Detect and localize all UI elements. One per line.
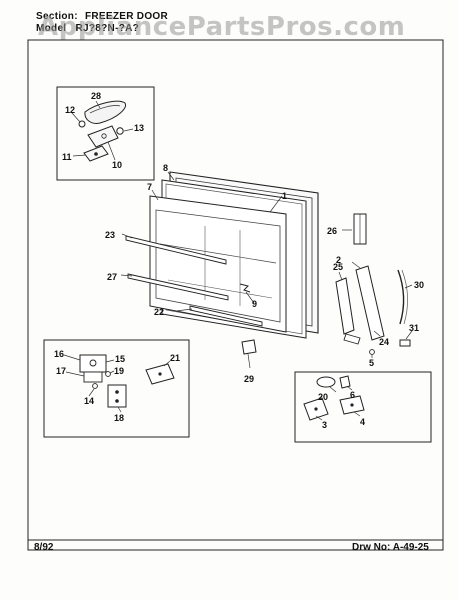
- part-label-17: 17: [56, 366, 66, 376]
- screw-part-5: [369, 349, 375, 355]
- part-label-23: 23: [105, 230, 115, 240]
- leader-lines-small-parts: [315, 385, 361, 421]
- washer-part-19: [105, 371, 111, 377]
- part-label-20: 20: [318, 392, 328, 402]
- part-label-21: 21: [170, 353, 180, 363]
- part-label-8: 8: [163, 163, 168, 173]
- model-header: Model RJ?8?N-?A?: [36, 23, 139, 34]
- part-label-31: 31: [409, 323, 419, 333]
- part-label-9: 9: [252, 299, 257, 309]
- section-header: Section: FREEZER DOOR: [36, 11, 168, 22]
- drawing-border: [27, 39, 444, 551]
- part-label-22: 22: [154, 307, 164, 317]
- watermark: AppliancePartsPros.com: [38, 12, 406, 42]
- part-label-7: 7: [147, 182, 152, 192]
- part-label-5: 5: [369, 358, 374, 368]
- leader-lines-handle: [71, 100, 134, 161]
- part-label-25: 25: [333, 262, 343, 272]
- hinge-plate-part-18: [107, 384, 127, 408]
- part-label-19: 19: [114, 366, 124, 376]
- footer-drawing-number: Drw No: A-49-25: [352, 542, 429, 553]
- part-label-16: 16: [54, 349, 64, 359]
- part-label-12: 12: [65, 105, 75, 115]
- handle-base-part: [83, 145, 109, 162]
- inset-box-handle: [56, 86, 155, 181]
- part-label-24: 24: [379, 337, 389, 347]
- part-label-30: 30: [414, 280, 424, 290]
- part-label-28: 28: [91, 91, 101, 101]
- leader-lines-hinge: [338, 261, 413, 358]
- part-label-4: 4: [360, 417, 365, 427]
- part-label-14: 14: [84, 396, 94, 406]
- part-label-11: 11: [62, 152, 72, 162]
- part-label-13: 13: [134, 123, 144, 133]
- part-label-10: 10: [112, 160, 122, 170]
- part-label-15: 15: [115, 354, 125, 364]
- part-label-29: 29: [244, 374, 254, 384]
- door-stop-part-9: [239, 283, 251, 293]
- door-rod-part-30: [397, 269, 408, 325]
- part-label-3: 3: [322, 420, 327, 430]
- plug-part-6: [339, 375, 351, 389]
- part-label-27: 27: [107, 272, 117, 282]
- hinge-arm-parts: [335, 265, 385, 345]
- plug-part-31: [399, 339, 411, 347]
- screw-part-14: [92, 383, 98, 389]
- part-label-18: 18: [114, 413, 124, 423]
- part-label-26: 26: [327, 226, 337, 236]
- inset-box-hinge: [43, 339, 190, 438]
- bracket-part-29: [241, 339, 257, 369]
- hinge-cover-part-26: [353, 213, 367, 245]
- spacer-part-17: [83, 371, 103, 383]
- part-label-2: 2: [336, 255, 341, 265]
- footer-date: 8/92: [34, 542, 54, 553]
- handle-cap-part: [84, 100, 127, 124]
- leader-lines-hinge-inset: [63, 354, 171, 413]
- part-label-6: 6: [350, 390, 355, 400]
- part-label-1: 1: [282, 191, 287, 201]
- leader-lines-door: [120, 171, 283, 312]
- handle-bracket-part: [87, 125, 119, 148]
- model-label: Model: [36, 23, 67, 34]
- section-value: FREEZER DOOR: [84, 11, 169, 22]
- washer-part-13: [116, 127, 124, 135]
- door-liner: [149, 195, 287, 333]
- screw-part-12: [78, 120, 86, 128]
- section-label: Section:: [36, 11, 78, 22]
- bracket-part-3: [303, 397, 329, 421]
- inset-box-small-parts: [294, 371, 432, 443]
- hinge-bracket-part-16: [79, 354, 107, 373]
- model-value: RJ?8?N-?A?: [75, 23, 140, 34]
- hinge-cover-part-21: [145, 363, 175, 385]
- door-shelf-bars: [125, 235, 263, 327]
- bracket-part-4: [339, 395, 365, 415]
- cap-part-20: [316, 376, 336, 388]
